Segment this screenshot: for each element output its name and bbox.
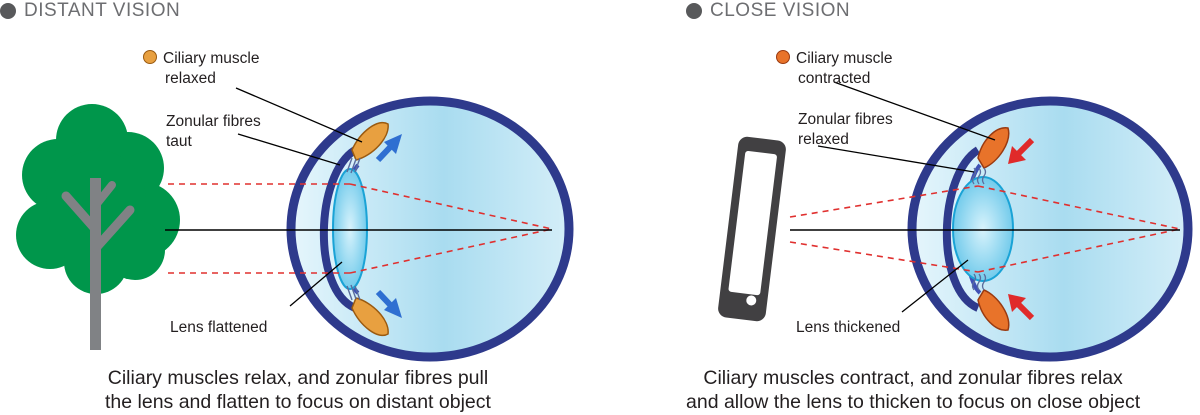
bullet-icon [0, 3, 16, 19]
distant-vision-panel: DISTANT VISION Ciliary muscle relaxed Zo… [0, 0, 574, 413]
zonular-fibres-bottom [346, 284, 361, 301]
outward-arrow-top-icon [375, 134, 402, 163]
zonular-fibres-relaxed-label: Zonular fibres relaxed [798, 111, 893, 148]
ciliary-muscle-top [351, 121, 389, 161]
zonular-fibres-top [346, 157, 361, 174]
leader-lines [235, 87, 363, 307]
ciliary-muscle-dot-icon [143, 50, 157, 64]
tree-icon [16, 104, 180, 350]
close-vision-heading: CLOSE VISION [686, 0, 850, 22]
bullet-icon [686, 3, 702, 19]
zonular-fibres-top [971, 167, 987, 185]
lens-thickened-label: Lens thickened [796, 319, 901, 336]
light-rays [168, 183, 553, 274]
close-vision-illustration [718, 81, 1193, 362]
zonular-fibres-taut-label: Zonular fibres taut [166, 113, 261, 150]
inward-arrow-top-icon [1008, 137, 1035, 164]
lens-flattened [332, 168, 368, 290]
inward-arrow-bottom-icon [1008, 294, 1035, 321]
lens-flattened-label: Lens flattened [170, 319, 268, 336]
outward-arrow-bottom-icon [375, 289, 402, 318]
smartphone-icon [718, 136, 786, 322]
light-rays [789, 185, 1181, 273]
distant-vision-heading: DISTANT VISION [0, 0, 180, 22]
distant-vision-illustration [16, 87, 574, 362]
ciliary-muscle-dot-icon [776, 50, 790, 64]
distant-vision-caption: Ciliary muscles relax, and zonular fibre… [105, 367, 491, 413]
ciliary-muscle-contracted-label: Ciliary muscle contracted [776, 49, 892, 89]
ciliary-muscle-top [977, 127, 1010, 169]
zonular-fibres-bottom [971, 273, 987, 291]
ciliary-muscle-bottom [977, 289, 1010, 331]
ciliary-muscle-relaxed-label: Ciliary muscle relaxed [143, 49, 259, 89]
close-vision-caption: Ciliary muscles contract, and zonular fi… [686, 367, 1141, 413]
close-vision-panel: CLOSE VISION Ciliary muscle contracted Z… [600, 0, 1200, 415]
ciliary-muscle-bottom [351, 297, 389, 337]
leader-lines [817, 81, 996, 313]
